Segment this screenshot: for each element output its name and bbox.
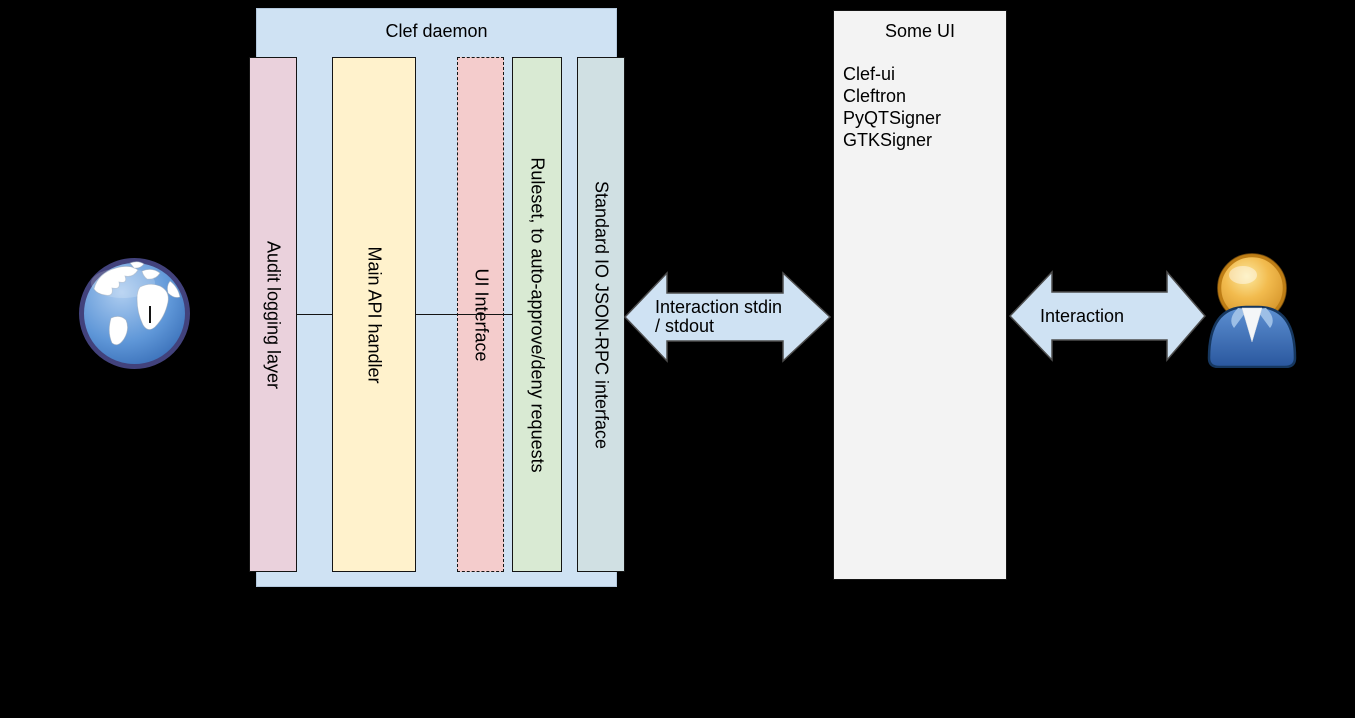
some-ui-title: Some UI [884, 21, 956, 41]
interaction-arrow-label: Interaction [1040, 306, 1125, 326]
connector-globe-tick [149, 306, 151, 323]
person-icon [1207, 253, 1297, 368]
stdio-arrow [623, 271, 832, 363]
column-audit-logging-layer: Audit logging layer [249, 57, 297, 572]
stdio-arrow-label-line1: Interaction stdin [655, 297, 783, 317]
column-stdio-jsonrpc: Standard IO JSON-RPC interface [577, 57, 625, 572]
column-ruleset: Ruleset, to auto-approve/deny requests [512, 57, 562, 572]
list-item-pyqtsigner: PyQTSigner [843, 108, 942, 128]
list-item-gtksigner: GTKSigner [843, 130, 933, 150]
interaction-arrow [1008, 269, 1206, 363]
some-ui-list: Clef-ui Cleftron PyQTSigner GTKSigner [843, 63, 941, 151]
list-item-clef-ui: Clef-ui [843, 64, 896, 84]
stdio-arrow-label: Interaction stdin / stdout [655, 298, 782, 336]
some-ui-box: Some UI Clef-ui Cleftron PyQTSigner GTKS… [833, 10, 1007, 580]
list-item-cleftron: Cleftron [843, 86, 907, 106]
connector-audit-to-api [297, 314, 332, 315]
globe-icon [79, 258, 190, 369]
stdio-arrow-label-line2: / stdout [655, 316, 715, 336]
column-main-api-handler: Main API handler [332, 57, 416, 572]
clef-daemon-title: Clef daemon [385, 21, 488, 41]
connector-api-to-ruleset [416, 314, 512, 315]
